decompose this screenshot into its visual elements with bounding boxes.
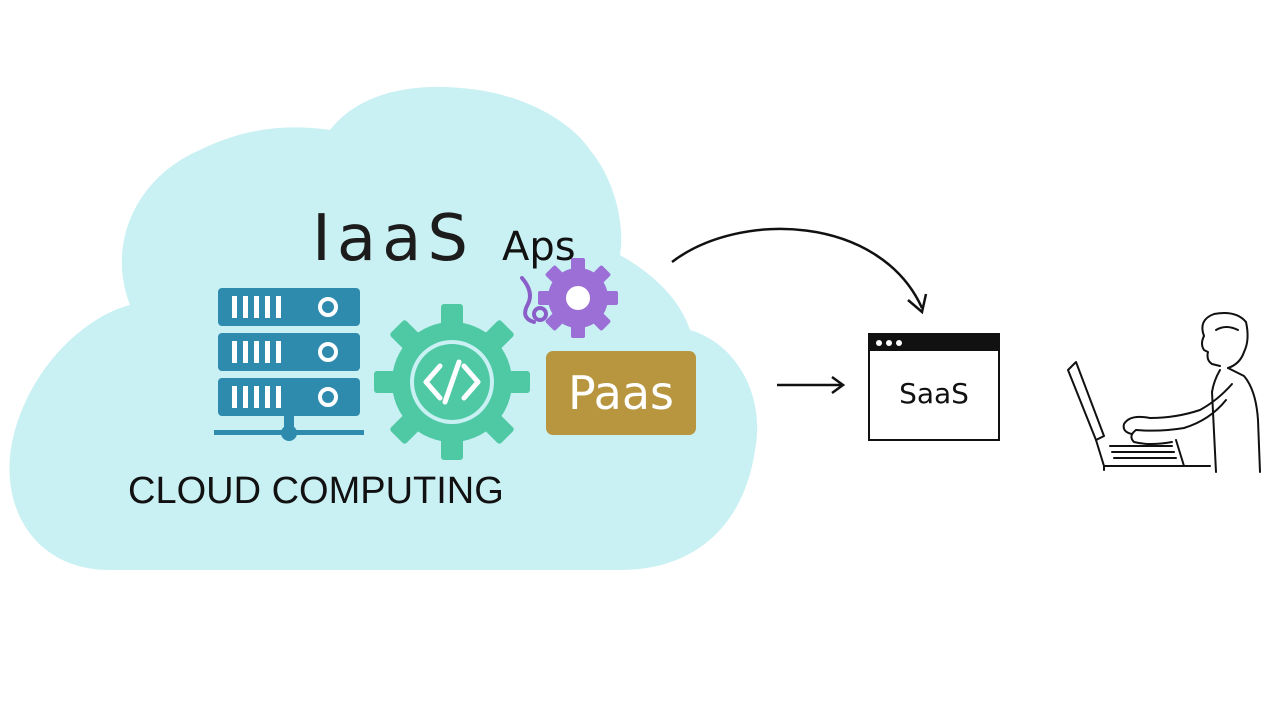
window-dot xyxy=(896,340,902,346)
code-gear-icon xyxy=(374,304,530,460)
curved-arrow xyxy=(671,227,928,315)
paas-label: Paas xyxy=(567,366,674,420)
cloud-shape xyxy=(9,86,758,571)
paas-box: Paas xyxy=(546,351,696,435)
window-dot xyxy=(886,340,892,346)
window-titlebar xyxy=(870,335,998,351)
window-dot xyxy=(876,340,882,346)
iaas-label: IaaS xyxy=(312,202,474,276)
cloud-computing-label: CLOUD COMPUTING xyxy=(128,470,504,512)
server-icon xyxy=(214,288,364,441)
saas-label: SaaS xyxy=(899,377,969,410)
straight-arrow xyxy=(777,375,846,395)
browser-window-icon: SaaS xyxy=(868,333,1000,441)
paas-box-bg xyxy=(546,351,696,435)
aps-label: Aps xyxy=(502,224,576,270)
person-laptop-icon xyxy=(1067,312,1261,473)
small-gear-link-icon xyxy=(520,276,548,324)
small-gear-icon xyxy=(538,258,618,338)
